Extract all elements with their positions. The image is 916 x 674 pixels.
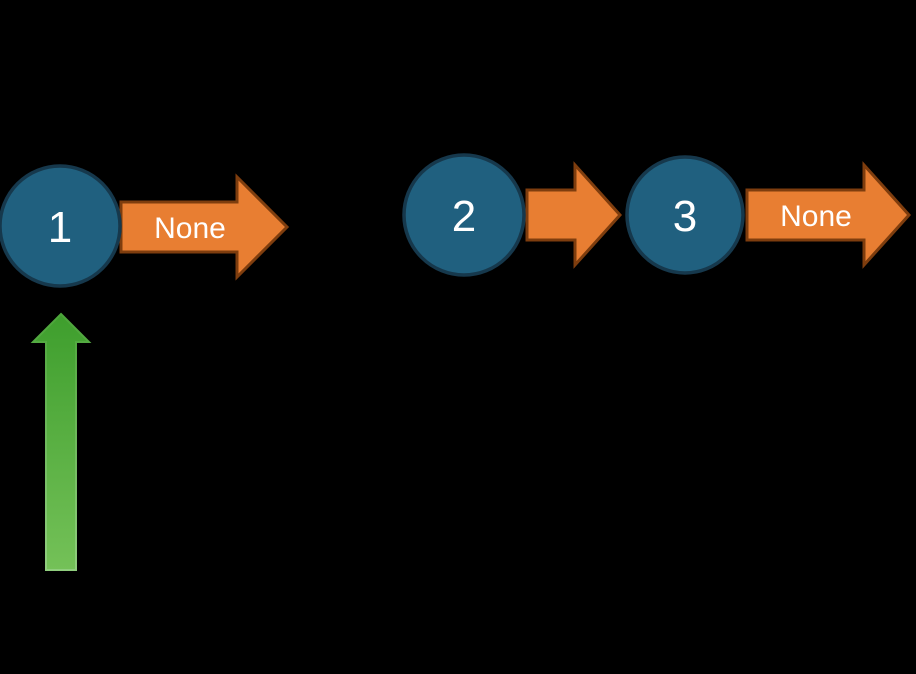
node-2-label: 2 — [452, 192, 476, 241]
node-1-label: 1 — [48, 203, 72, 252]
next-arrow-node2 — [525, 161, 623, 269]
next-arrow-node3-label: None — [780, 200, 852, 233]
node-3-circle — [625, 155, 745, 275]
next-arrow-node1-label: None — [154, 212, 226, 245]
next-arrow-node1 — [119, 173, 290, 281]
node-3-label: 3 — [673, 192, 697, 241]
node-1-circle — [0, 164, 122, 288]
node-2-circle — [402, 153, 526, 277]
up-arrow-pointer — [30, 312, 92, 571]
next-arrow-node3 — [745, 161, 912, 269]
